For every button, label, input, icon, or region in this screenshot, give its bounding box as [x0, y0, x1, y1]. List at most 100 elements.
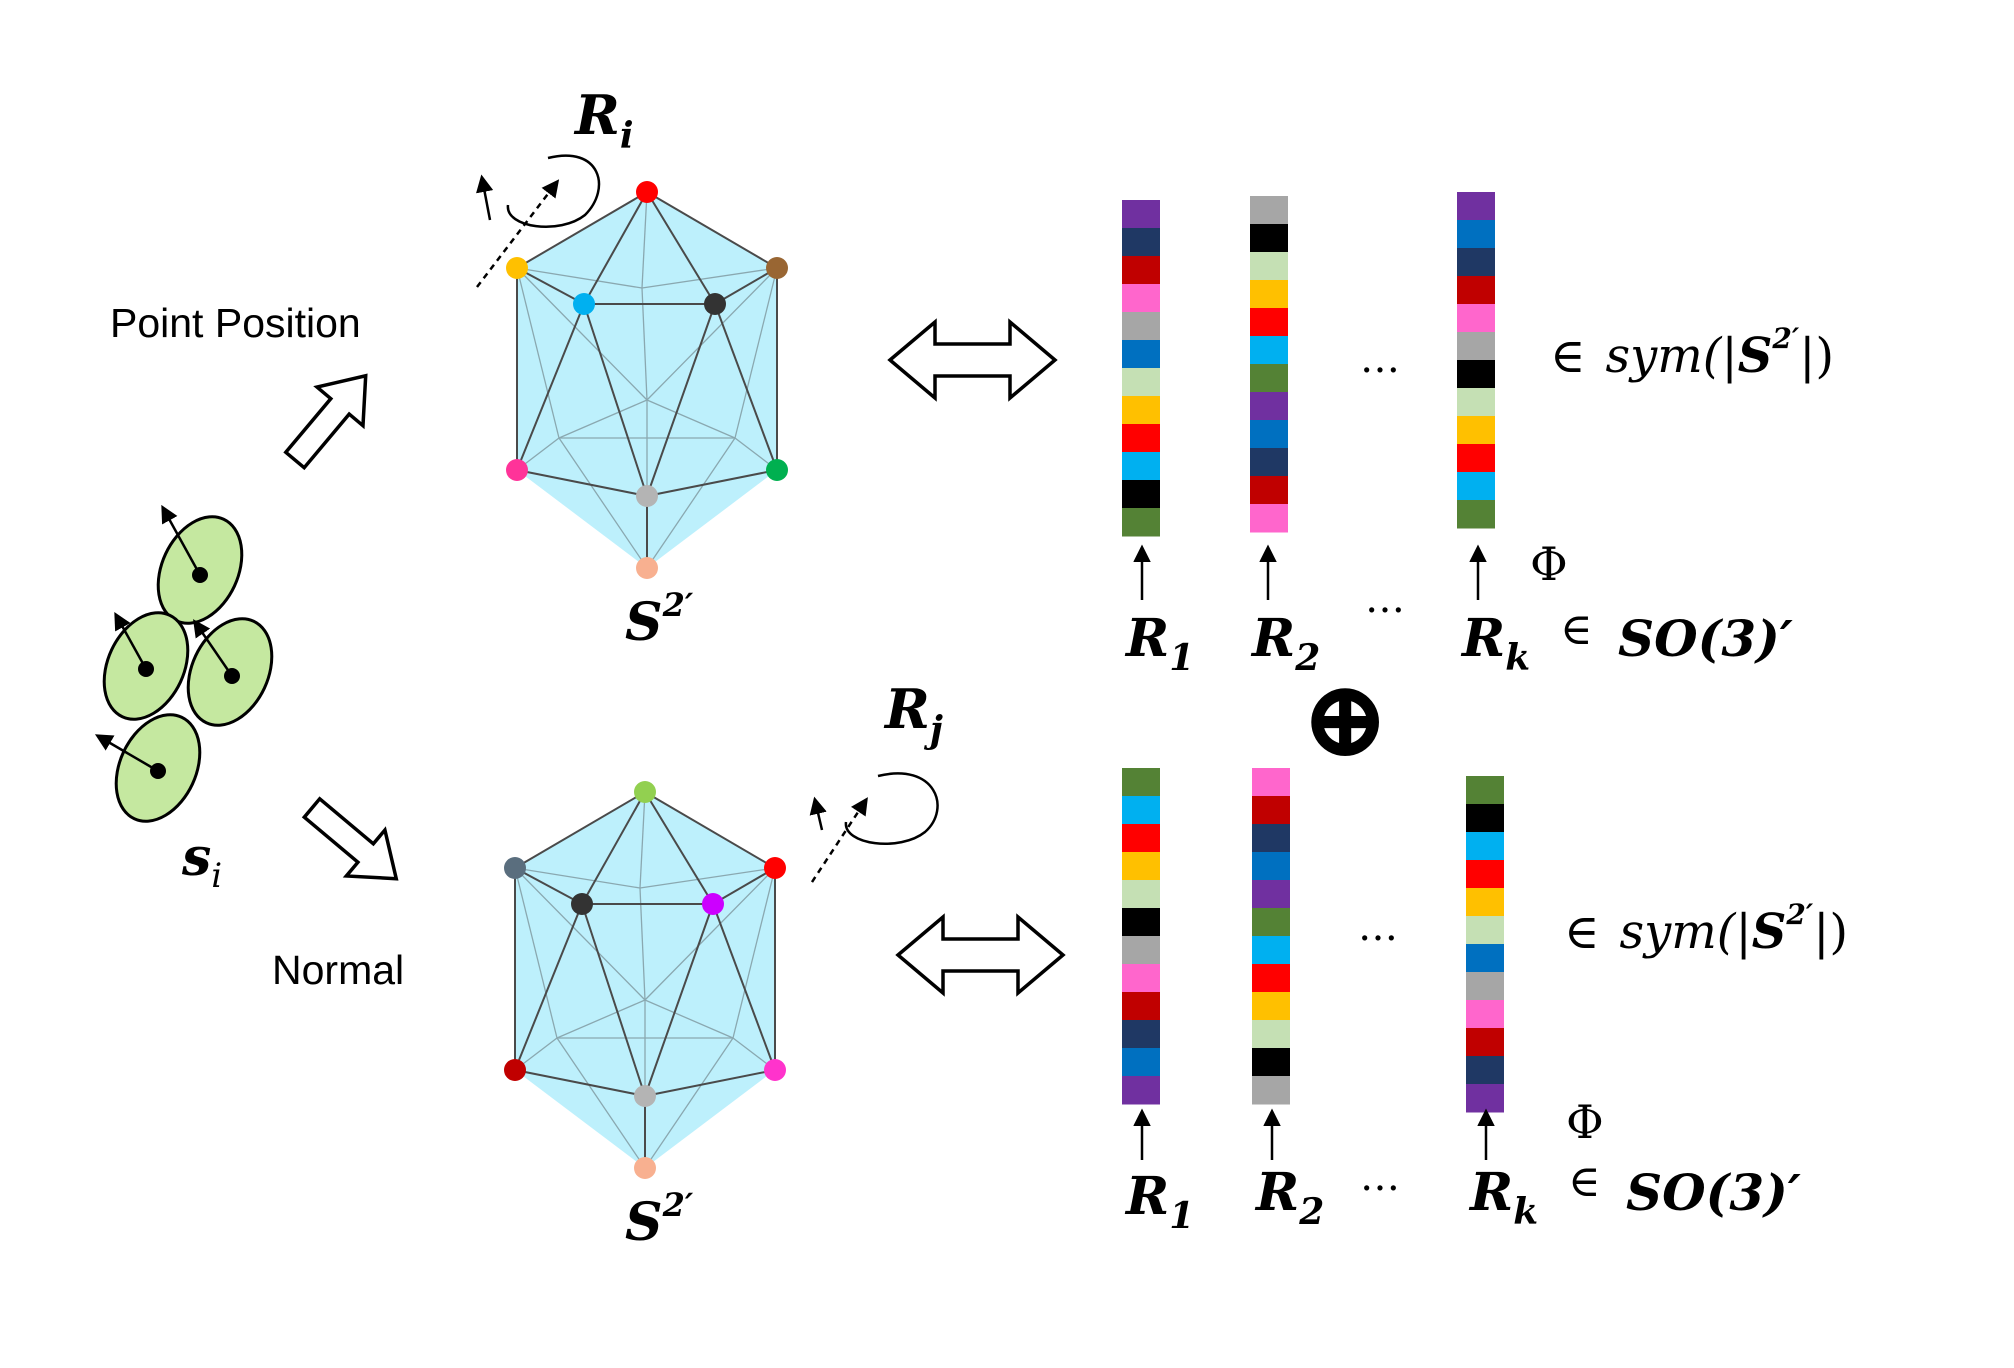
color-cell-blue — [1457, 220, 1495, 249]
vertex-bottom — [634, 1157, 656, 1179]
color-cell-gray — [1250, 196, 1288, 225]
color-cell-cyan — [1457, 472, 1495, 501]
color-cell-purple — [1122, 200, 1160, 229]
sym-sup: 2′ — [1771, 322, 1799, 355]
vertex-lower-right — [766, 459, 788, 481]
front-edge — [514, 867, 583, 905]
hidden-edge — [732, 867, 776, 1039]
color-cell-blue — [1122, 1048, 1160, 1077]
hidden-edge — [514, 867, 641, 889]
si-sub: i — [211, 856, 222, 896]
front-edge — [646, 469, 778, 497]
hidden-edge — [514, 867, 646, 1001]
color-cell-darkred — [1457, 276, 1495, 305]
rk-label-top: Rk — [1460, 608, 1530, 679]
r-main: R — [1124, 1166, 1169, 1227]
color-cell-red — [1457, 444, 1495, 473]
hidden-edge — [646, 267, 778, 401]
hidden-edge — [516, 267, 648, 401]
vertex-upper-left — [504, 857, 526, 879]
front-edge — [644, 903, 714, 1097]
vertex-lower-left — [506, 459, 528, 481]
color-cell-green — [1252, 908, 1290, 937]
front-edge — [516, 469, 648, 497]
color-cell-red — [1122, 824, 1160, 853]
color-cell-black — [1252, 1048, 1290, 1077]
hexagon-face — [517, 192, 777, 568]
vertex-inner-bottom — [636, 485, 658, 507]
rotation-indicator-top: Ri — [476, 83, 634, 288]
normal-label: Normal — [272, 947, 404, 993]
color-cell-orange — [1252, 992, 1290, 1021]
color-cell-navy — [1122, 228, 1160, 257]
color-cell-green — [1122, 768, 1160, 797]
color-cell-blue — [1122, 340, 1160, 369]
vertex-inner-left — [571, 893, 593, 915]
color-cell-cyan — [1252, 936, 1290, 965]
front-edge — [646, 303, 716, 497]
color-cell-black — [1457, 360, 1495, 389]
hidden-edge — [556, 999, 646, 1039]
oriented-point — [102, 611, 190, 721]
color-cell-pink — [1122, 284, 1160, 313]
front-edge — [516, 267, 585, 305]
front-edge — [514, 791, 646, 869]
color-cell-gray — [1122, 312, 1160, 341]
hidden-edge — [641, 191, 648, 289]
vertex-upper-left — [506, 257, 528, 279]
direct-sum-symbol: ⊕ — [1300, 656, 1391, 782]
color-cell-black — [1466, 804, 1504, 833]
vertex-top — [634, 781, 656, 803]
color-cell-green — [1122, 508, 1160, 537]
hidden-edge — [516, 267, 643, 289]
color-cell-pink — [1466, 1000, 1504, 1029]
color-cell-black — [1250, 224, 1288, 253]
sphere-sup: 2′ — [662, 1186, 694, 1224]
sphere-label-bottom: S2′ — [625, 1186, 694, 1253]
color-cell-lightgreen — [1252, 1020, 1290, 1049]
ellipsis-top-rotations: … — [1365, 576, 1405, 622]
sphere-label-top: S2′ — [625, 586, 694, 653]
up-diagonal-arrow — [283, 373, 368, 471]
vertex-top — [636, 181, 658, 203]
sphere-main: S — [625, 1192, 663, 1253]
rotation-main: R — [573, 83, 620, 147]
front-edge — [712, 867, 776, 905]
rotation-tip-arrow — [476, 174, 494, 221]
sym-text: sym(| — [1606, 328, 1738, 384]
color-cell-black — [1122, 480, 1160, 509]
rotation-label-top: Ri — [573, 83, 634, 157]
color-cell-purple — [1250, 392, 1288, 421]
oriented-points: si — [94, 504, 274, 896]
r-main: R — [1250, 608, 1295, 669]
color-cell-purple — [1457, 192, 1495, 221]
hidden-edge — [641, 287, 648, 401]
vertex-inner-right — [702, 893, 724, 915]
vertex-upper-right — [766, 257, 788, 279]
rotation-label-bottom: Rj — [883, 677, 943, 751]
si-label: si — [181, 827, 222, 896]
si-main: s — [181, 827, 211, 888]
front-edge — [644, 1069, 776, 1097]
front-edge — [714, 267, 778, 305]
elem-sym: ∈ — [1564, 904, 1600, 960]
front-edge — [646, 191, 716, 305]
elem-so3-bottom: ∈ — [1568, 1156, 1601, 1207]
color-columns-top — [1122, 192, 1495, 537]
front-edge — [514, 1069, 646, 1097]
color-cell-purple — [1466, 1084, 1504, 1113]
hidden-edge — [644, 1037, 734, 1169]
front-edge — [516, 303, 585, 471]
rotation-indicator-bottom: Rj — [809, 677, 943, 883]
r2-label-bottom: R2 — [1254, 1162, 1324, 1233]
hidden-edge — [646, 437, 736, 569]
color-cell-blue — [1466, 944, 1504, 973]
ellipsis-bottom-columns: … — [1358, 904, 1398, 950]
front-edge — [712, 903, 776, 1071]
color-cell-red — [1122, 424, 1160, 453]
r-sub: 2 — [1298, 1191, 1324, 1233]
orientation-arrow — [161, 504, 202, 576]
color-cell-purple — [1252, 880, 1290, 909]
color-cell-black — [1122, 908, 1160, 937]
